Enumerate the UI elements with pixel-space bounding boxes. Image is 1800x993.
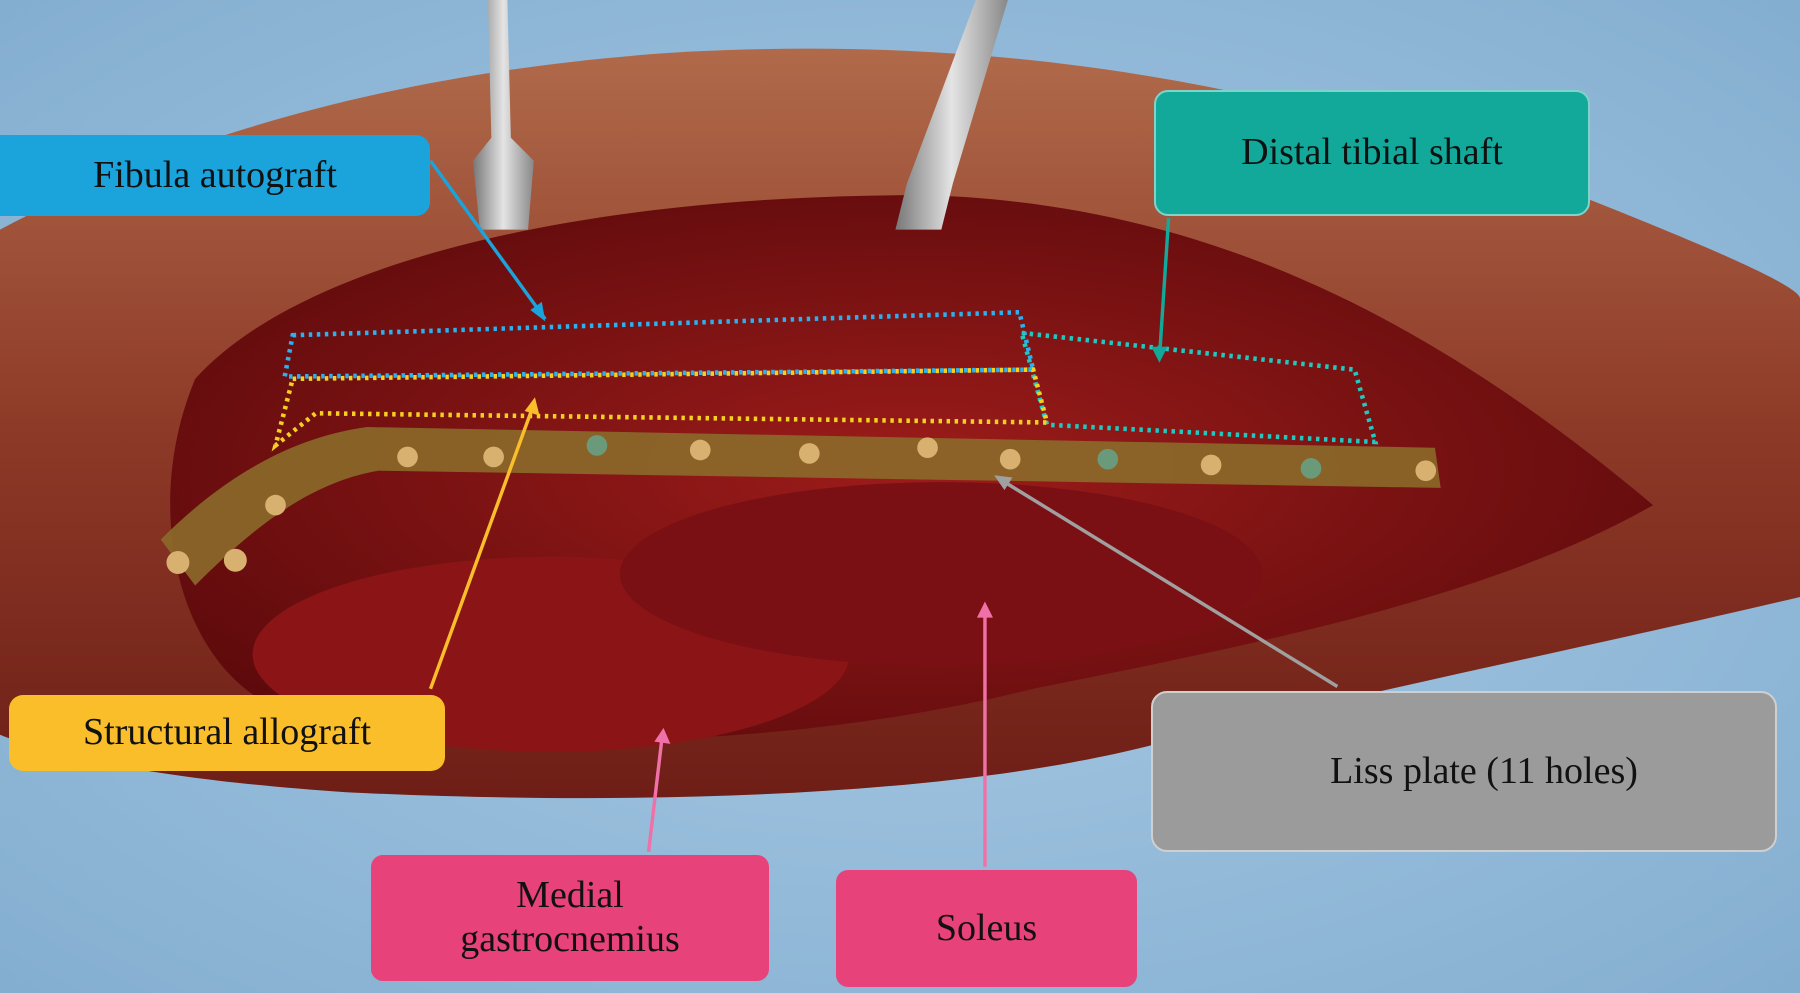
label-line-1: Medial [516,874,624,917]
plate-arrowhead [994,475,1013,491]
soleus-muscle [619,482,1263,666]
gastrocnemius-arrowhead [654,727,671,744]
plate-arrow [1000,478,1339,688]
tibia-arrow [1157,218,1171,359]
tibia-arrowhead [1151,346,1168,363]
allograft-arrowhead [524,397,540,416]
fibula-arrow [429,159,547,321]
label-soleus: Soleus [836,870,1137,987]
label-fibula-autograft: Fibula autograft [0,135,430,216]
retractor-right [895,0,1008,230]
fibula-outline [281,309,1037,379]
soleus-arrowhead [976,601,993,618]
label-medial-gastrocnemius: Medial gastrocnemius [371,855,769,981]
allograft-arrow [428,403,536,690]
label-structural-allograft: Structural allograft [9,695,445,771]
gastrocnemius-arrow [646,734,665,853]
label-line-2: gastrocnemius [460,918,680,960]
tibia-outline [1018,330,1379,445]
plate-screws [166,435,1437,574]
liss-plate [160,427,1441,586]
label-liss-plate: Liss plate (11 holes) [1151,691,1777,852]
fibula-arrowhead [530,301,546,322]
retractor-left [472,0,534,230]
label-distal-tibial-shaft: Distal tibial shaft [1154,90,1590,216]
